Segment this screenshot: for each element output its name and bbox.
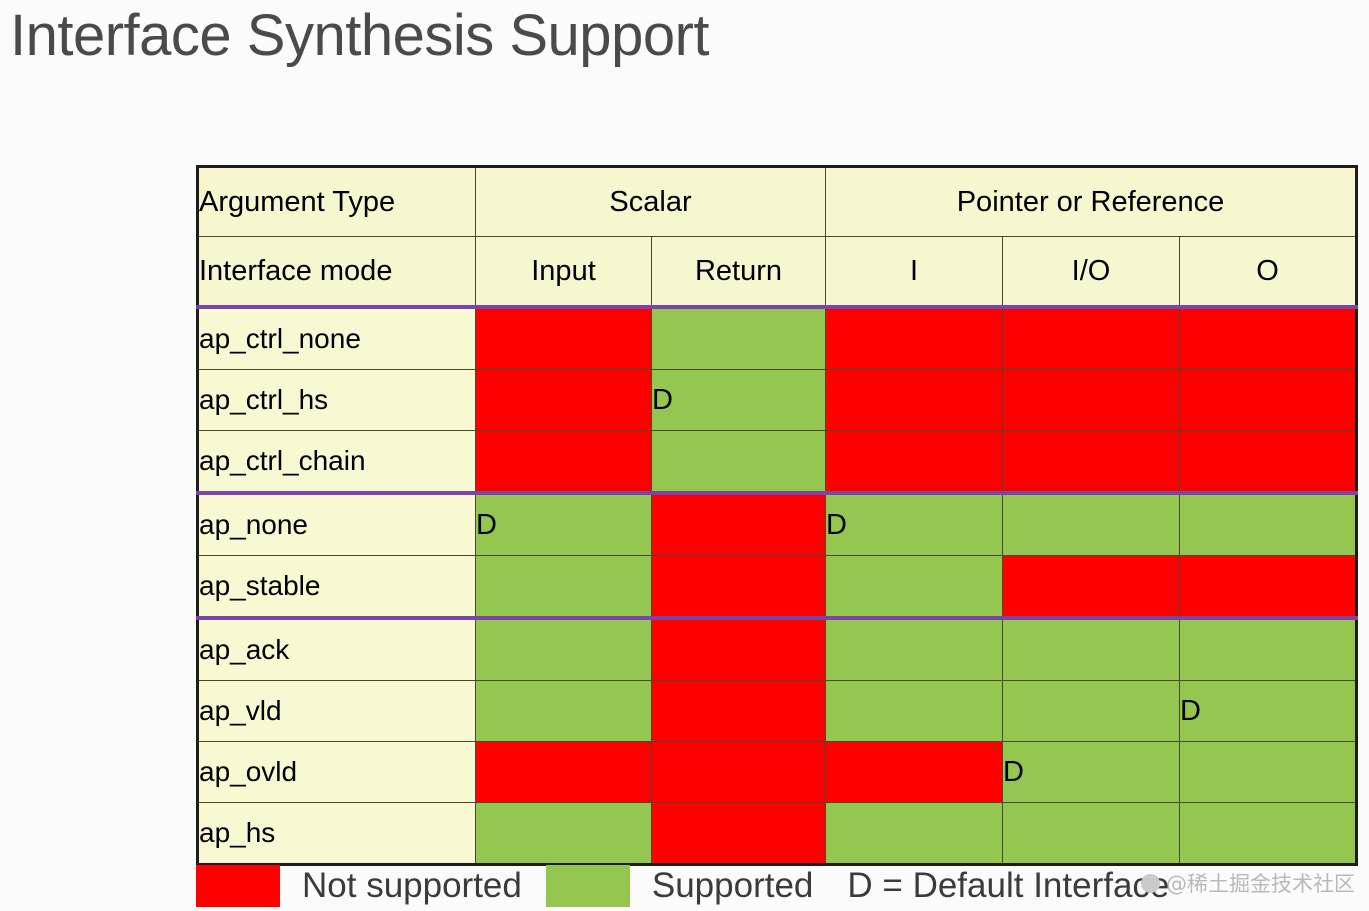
cell-ap-ctrl-chain-return bbox=[650, 430, 827, 494]
header-col-return: Return bbox=[650, 236, 827, 308]
row-label-ap-ack: ap_ack bbox=[197, 616, 476, 681]
cell-ap-ctrl-none-input bbox=[475, 305, 652, 370]
watermark: @稀土掘金技术社区 bbox=[1141, 868, 1355, 898]
cell-ap-ovld-input bbox=[475, 741, 652, 803]
row-label-ap-vld: ap_vld bbox=[197, 680, 476, 742]
row-label-ap-stable: ap_stable bbox=[197, 555, 476, 619]
legend-label-supported: Supported bbox=[651, 866, 814, 905]
table-head: Argument Type Scalar Pointer or Referenc… bbox=[197, 166, 1358, 308]
cell-ap-vld-input bbox=[475, 680, 652, 742]
cell-ap-none-o bbox=[1179, 491, 1358, 556]
cell-ap-none-input: D bbox=[475, 491, 652, 556]
cell-ap-hs-i bbox=[825, 802, 1004, 865]
table-row: ap_ctrl_hs D bbox=[197, 369, 1358, 431]
cell-ap-ovld-o bbox=[1179, 741, 1358, 803]
cell-ap-ctrl-none-io bbox=[1002, 305, 1181, 370]
table-row: ap_vld D bbox=[197, 680, 1358, 742]
cell-ap-hs-return bbox=[650, 802, 827, 865]
watermark-text: @稀土掘金技术社区 bbox=[1166, 872, 1355, 896]
cell-ap-ctrl-hs-o bbox=[1179, 369, 1358, 431]
table-header-row-interface-mode: Interface mode Input Return I I/O O bbox=[197, 236, 1358, 308]
cell-ap-ctrl-chain-i bbox=[825, 430, 1004, 494]
row-label-ap-ovld: ap_ovld bbox=[197, 741, 476, 803]
page-title: Interface Synthesis Support bbox=[10, 3, 710, 68]
cell-ap-vld-i bbox=[825, 680, 1004, 742]
cell-ap-ack-return bbox=[650, 616, 827, 681]
cell-ap-ctrl-hs-input bbox=[475, 369, 652, 431]
header-interface-mode: Interface mode bbox=[197, 236, 476, 308]
table-row: ap_ack bbox=[197, 616, 1358, 681]
watermark-logo-icon bbox=[1141, 873, 1160, 893]
header-col-i: I bbox=[825, 236, 1004, 308]
cell-ap-ack-input bbox=[475, 616, 652, 681]
cell-ap-ovld-io: D bbox=[1002, 741, 1181, 803]
cell-ap-none-return bbox=[650, 491, 827, 556]
interface-support-table: Argument Type Scalar Pointer or Referenc… bbox=[196, 165, 1359, 866]
row-label-ap-none: ap_none bbox=[197, 491, 476, 556]
table-row: ap_hs bbox=[197, 802, 1358, 865]
cell-ap-hs-input bbox=[475, 802, 652, 865]
cell-ap-ctrl-hs-i bbox=[825, 369, 1004, 431]
header-group-scalar: Scalar bbox=[474, 166, 827, 237]
cell-ap-ctrl-none-i bbox=[825, 305, 1004, 370]
header-col-io: I/O bbox=[1002, 236, 1181, 308]
cell-ap-stable-return bbox=[650, 555, 827, 619]
cell-ap-stable-o bbox=[1179, 555, 1358, 619]
cell-ap-hs-io bbox=[1002, 802, 1181, 865]
cell-ap-ctrl-none-o bbox=[1179, 305, 1358, 370]
legend-swatch-supported bbox=[545, 865, 630, 907]
header-col-input: Input bbox=[475, 236, 652, 308]
cell-ap-ctrl-chain-io bbox=[1002, 430, 1181, 494]
row-label-ap-hs: ap_hs bbox=[197, 802, 476, 865]
cell-ap-none-io bbox=[1002, 491, 1181, 556]
legend-label-not-supported: Not supported bbox=[302, 866, 522, 905]
cell-ap-ctrl-none-return bbox=[650, 305, 827, 370]
cell-ap-ctrl-hs-return: D bbox=[650, 369, 827, 431]
row-label-ap-ctrl-hs: ap_ctrl_hs bbox=[197, 369, 476, 431]
cell-ap-ctrl-chain-o bbox=[1179, 430, 1358, 494]
cell-ap-ctrl-hs-io bbox=[1002, 369, 1181, 431]
cell-ap-ack-o bbox=[1179, 616, 1358, 681]
table-row: ap_ctrl_none bbox=[197, 305, 1358, 370]
table-row: ap_ovld D bbox=[197, 741, 1358, 803]
cell-ap-hs-o bbox=[1179, 802, 1358, 865]
cell-ap-stable-io bbox=[1002, 555, 1181, 619]
legend: Not supported Supported D = Default Inte… bbox=[196, 864, 1169, 908]
row-label-ap-ctrl-chain: ap_ctrl_chain bbox=[197, 430, 476, 494]
cell-ap-ovld-i bbox=[825, 741, 1004, 803]
cell-ap-stable-input bbox=[475, 555, 652, 619]
row-label-ap-ctrl-none: ap_ctrl_none bbox=[197, 305, 476, 370]
cell-ap-ack-io bbox=[1002, 616, 1181, 681]
cell-ap-ovld-return bbox=[650, 741, 827, 803]
table-row: ap_stable bbox=[197, 555, 1358, 619]
header-col-o: O bbox=[1179, 236, 1358, 308]
header-argument-type: Argument Type bbox=[197, 166, 476, 237]
cell-ap-stable-i bbox=[825, 555, 1004, 619]
cell-ap-none-i: D bbox=[825, 491, 1004, 556]
cell-ap-vld-io bbox=[1002, 680, 1181, 742]
cell-ap-ctrl-chain-input bbox=[475, 430, 652, 494]
cell-ap-ack-i bbox=[825, 616, 1004, 681]
legend-label-default-interface: D = Default Interface bbox=[847, 866, 1170, 905]
header-group-pointer-or-reference: Pointer or Reference bbox=[825, 166, 1358, 237]
table-header-row-argument-type: Argument Type Scalar Pointer or Referenc… bbox=[197, 166, 1358, 237]
legend-swatch-not-supported bbox=[196, 865, 280, 907]
cell-ap-vld-return bbox=[650, 680, 827, 742]
table-row: ap_ctrl_chain bbox=[197, 430, 1358, 494]
cell-ap-vld-o: D bbox=[1179, 680, 1358, 742]
